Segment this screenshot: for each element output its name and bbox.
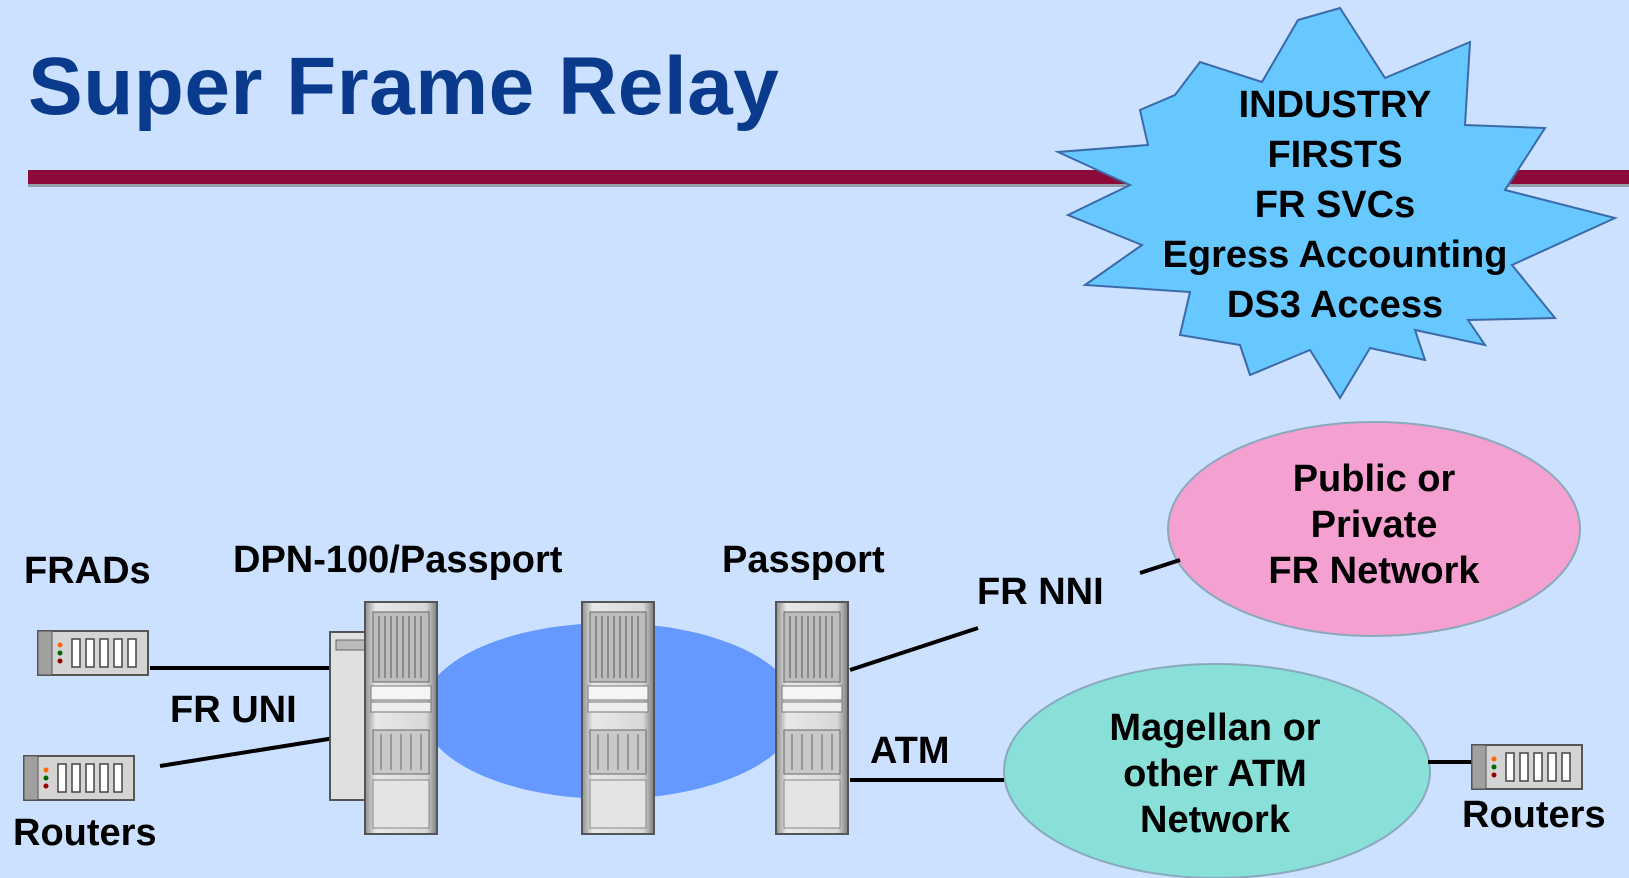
atm-network-cloud (1003, 663, 1431, 878)
starburst-line: FR SVCs (1254, 184, 1416, 226)
fr-network-line: Private (1310, 504, 1438, 546)
frad-device (37, 630, 149, 676)
link-passport-nni (849, 626, 979, 672)
passport-rack (775, 601, 849, 835)
atm-label: ATM (870, 730, 950, 772)
dpn-passport-rack (364, 601, 438, 835)
starburst-line: FIRSTS (1267, 134, 1403, 176)
atm-network-line: other ATM (1123, 753, 1307, 795)
fr-nni-label: FR NNI (977, 571, 1104, 613)
atm-network-line: Magellan or (1109, 707, 1321, 749)
passport-label: Passport (722, 539, 885, 581)
fr-network-line: Public or (1292, 458, 1456, 500)
frads-label: FRADs (24, 550, 151, 592)
routers-left-label: Routers (13, 812, 157, 854)
page-title: Super Frame Relay (28, 41, 780, 132)
starburst (1054, 6, 1618, 400)
core-passport-rack (581, 601, 655, 835)
starburst-line: INDUSTRY (1238, 84, 1432, 126)
starburst-text: INDUSTRY FIRSTS FR SVCs Egress Accountin… (1130, 80, 1540, 330)
fr-uni-label: FR UNI (170, 689, 297, 731)
fr-network-line: FR Network (1268, 550, 1480, 592)
atm-network-label: Magellan or other ATM Network (1060, 705, 1370, 843)
atm-network-line: Network (1140, 799, 1290, 841)
starburst-line: DS3 Access (1226, 284, 1444, 326)
link-nni-cloud (1139, 558, 1181, 575)
dpn-passport-label: DPN-100/Passport (233, 539, 563, 581)
router-right (1471, 744, 1583, 790)
fr-network-label: Public or Private FR Network (1224, 456, 1524, 594)
starburst-line: Egress Accounting (1162, 234, 1508, 276)
routers-right-label: Routers (1462, 794, 1606, 836)
fr-network-cloud (1167, 421, 1581, 637)
router-left (23, 755, 135, 801)
